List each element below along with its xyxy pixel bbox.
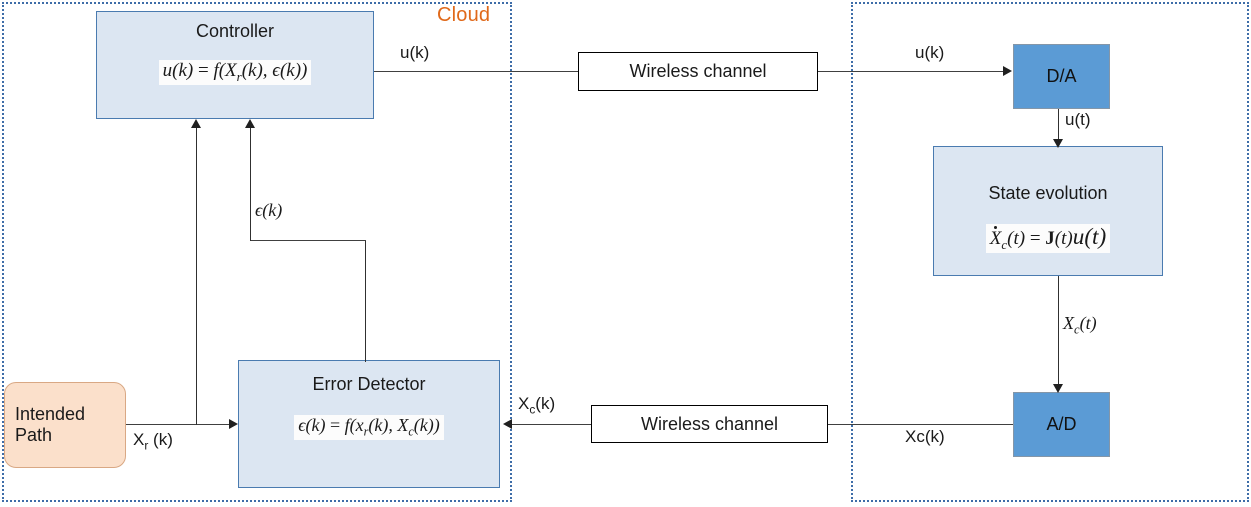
arrow-to-error-detector-left-icon	[229, 419, 238, 429]
state-evolution-title: State evolution	[988, 183, 1108, 203]
cloud-region-label: Cloud	[437, 4, 491, 26]
arrow-to-error-detector-icon	[503, 419, 512, 429]
arrow-to-ad-icon	[1053, 384, 1063, 393]
arrow-to-controller-epsilon-icon	[245, 119, 255, 128]
edge-label-epsilon-k: ϵ(k)	[255, 200, 283, 220]
connector-error-detector-up	[365, 240, 366, 362]
state-evolution-equation: Xc(t) = J(t)u(t)	[985, 223, 1111, 253]
edge-label-xr-k: Xr (k)	[133, 430, 173, 453]
edge-label-ut: u(t)	[1065, 110, 1091, 129]
wireless-channel-bottom-label: Wireless channel	[640, 413, 779, 434]
da-converter-label: D/A	[1046, 66, 1077, 87]
intended-path-line2: Path	[15, 425, 53, 445]
arrow-to-state-evolution-icon	[1053, 139, 1063, 148]
controller-title: Controller	[195, 21, 275, 41]
connector-epsilon-horizontal	[250, 240, 366, 241]
connector-epsilon-to-controller	[250, 127, 251, 241]
state-evolution-box[interactable]: State evolution Xc(t) = J(t)u(t)	[933, 146, 1163, 276]
edge-label-xck-to-wireless: Xc(k)	[905, 427, 945, 446]
error-detector-box[interactable]: Error Detector ϵ(k) = f(xr(k), Xc(k))	[238, 360, 500, 488]
da-converter-box[interactable]: D/A	[1013, 44, 1110, 109]
connector-ad-to-wireless-bottom	[828, 424, 1013, 425]
error-detector-equation: ϵ(k) = f(xr(k), Xc(k))	[294, 414, 444, 440]
edge-label-uk-to-da: u(k)	[915, 43, 945, 62]
controller-box[interactable]: Controller u(k) = f(Xr(k), ϵ(k))	[96, 11, 374, 119]
connector-controller-to-wireless-top	[374, 71, 578, 72]
wireless-channel-top-label: Wireless channel	[629, 61, 767, 82]
error-detector-title: Error Detector	[312, 374, 426, 394]
cloud-region-boundary	[2, 2, 512, 502]
wireless-channel-bottom-box[interactable]: Wireless channel	[591, 405, 828, 443]
connector-wireless-top-to-da	[818, 71, 1004, 72]
edge-label-xc-k: Xc(k)	[518, 394, 556, 417]
connector-wireless-bottom-to-error-detector	[512, 424, 591, 425]
ad-converter-label: A/D	[1046, 414, 1077, 435]
controller-equation: u(k) = f(Xr(k), ϵ(k))	[158, 59, 312, 85]
intended-path-line1: Intended	[15, 404, 86, 425]
connector-xr-branch-to-controller	[196, 127, 197, 425]
plant-region-boundary	[851, 2, 1249, 502]
connector-intended-path-to-error-detector	[126, 424, 232, 425]
ad-converter-box[interactable]: A/D	[1013, 392, 1110, 457]
wireless-channel-top-box[interactable]: Wireless channel	[578, 52, 818, 91]
arrow-to-da-icon	[1003, 66, 1012, 76]
connector-da-to-state-evolution	[1058, 109, 1059, 141]
edge-label-uk-controller-out: u(k)	[400, 43, 430, 62]
arrow-to-controller-left-icon	[191, 119, 201, 128]
edge-label-xc-t: Xc(t)	[1063, 313, 1097, 337]
intended-path-box[interactable]: Intended Path	[4, 382, 126, 468]
connector-state-evolution-to-ad	[1058, 276, 1059, 386]
